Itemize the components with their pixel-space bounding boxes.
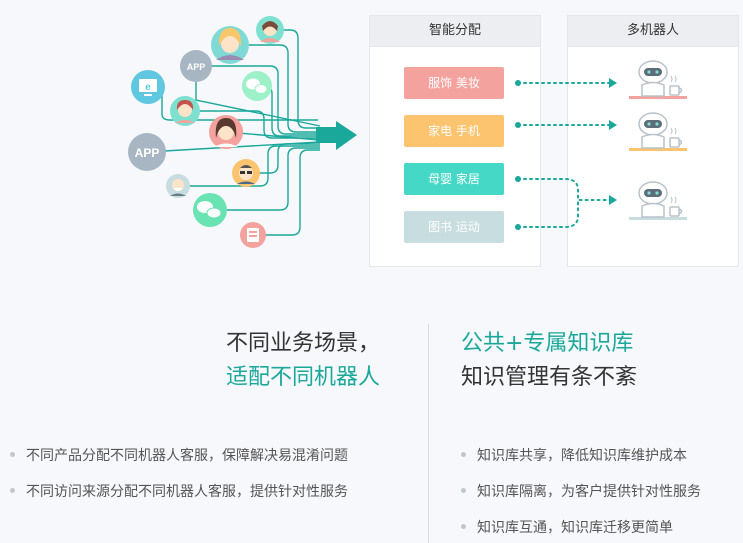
- right-bullet-item: 知识库隔离，为客户提供针对性服务: [461, 481, 701, 501]
- female-avatar-icon: [209, 115, 243, 149]
- right-bullet-item: 知识库互通，知识库迁移更简单: [461, 517, 673, 537]
- app-icon-label-large: APP: [135, 146, 160, 160]
- routing-diagram: APP e AP: [128, 15, 739, 267]
- right-bullet-item: 知识库共享，降低知识库维护成本: [461, 445, 687, 465]
- robot-icon: [629, 112, 687, 151]
- section-divider: [428, 324, 429, 543]
- category-pill-baby: 母婴 家居: [404, 163, 504, 195]
- wechat-icon: [193, 193, 227, 227]
- left-bullet-item: 不同产品分配不同机器人客服，保障解决易混淆问题: [10, 445, 348, 465]
- left-headline-line1: 不同业务场景，: [226, 331, 381, 356]
- robots-card-header: 多机器人: [568, 16, 738, 47]
- robot-icon: [629, 60, 687, 99]
- app-icon: APP: [180, 50, 212, 82]
- app-icon-label: APP: [187, 62, 206, 72]
- female-avatar-icon: [256, 16, 284, 44]
- source-icons: APP e AP: [128, 16, 284, 248]
- distribution-card-header: 智能分配: [370, 16, 540, 47]
- category-pill-books: 图书 运动: [404, 211, 504, 243]
- wechat-icon: [242, 71, 272, 101]
- route-arrow-icon: [316, 121, 357, 150]
- source-lines: [146, 29, 321, 236]
- male-avatar-icon: [232, 159, 260, 187]
- webpage-icon: [240, 222, 266, 248]
- robot-icon: [629, 181, 687, 220]
- female-avatar-icon: [170, 96, 200, 126]
- category-pill-appliance: 家电 手机: [404, 115, 504, 147]
- svg-text:e: e: [145, 82, 151, 93]
- female-avatar-icon: [211, 26, 249, 64]
- routing-connections: [146, 29, 357, 236]
- right-headline-line2: 知识管理有条不紊: [461, 365, 638, 390]
- robot-connectors: [515, 60, 687, 230]
- male-avatar-icon: [166, 174, 190, 198]
- app-icon: APP: [128, 133, 166, 171]
- browser-icon: e: [131, 70, 165, 104]
- left-bullet-item: 不同访问来源分配不同机器人客服，提供针对性服务: [10, 481, 348, 501]
- right-headline-line1: 公共+专属知识库: [461, 331, 634, 356]
- category-pill-fashion: 服饰 美妆: [404, 67, 504, 99]
- left-headline-line2: 适配不同机器人: [226, 365, 381, 390]
